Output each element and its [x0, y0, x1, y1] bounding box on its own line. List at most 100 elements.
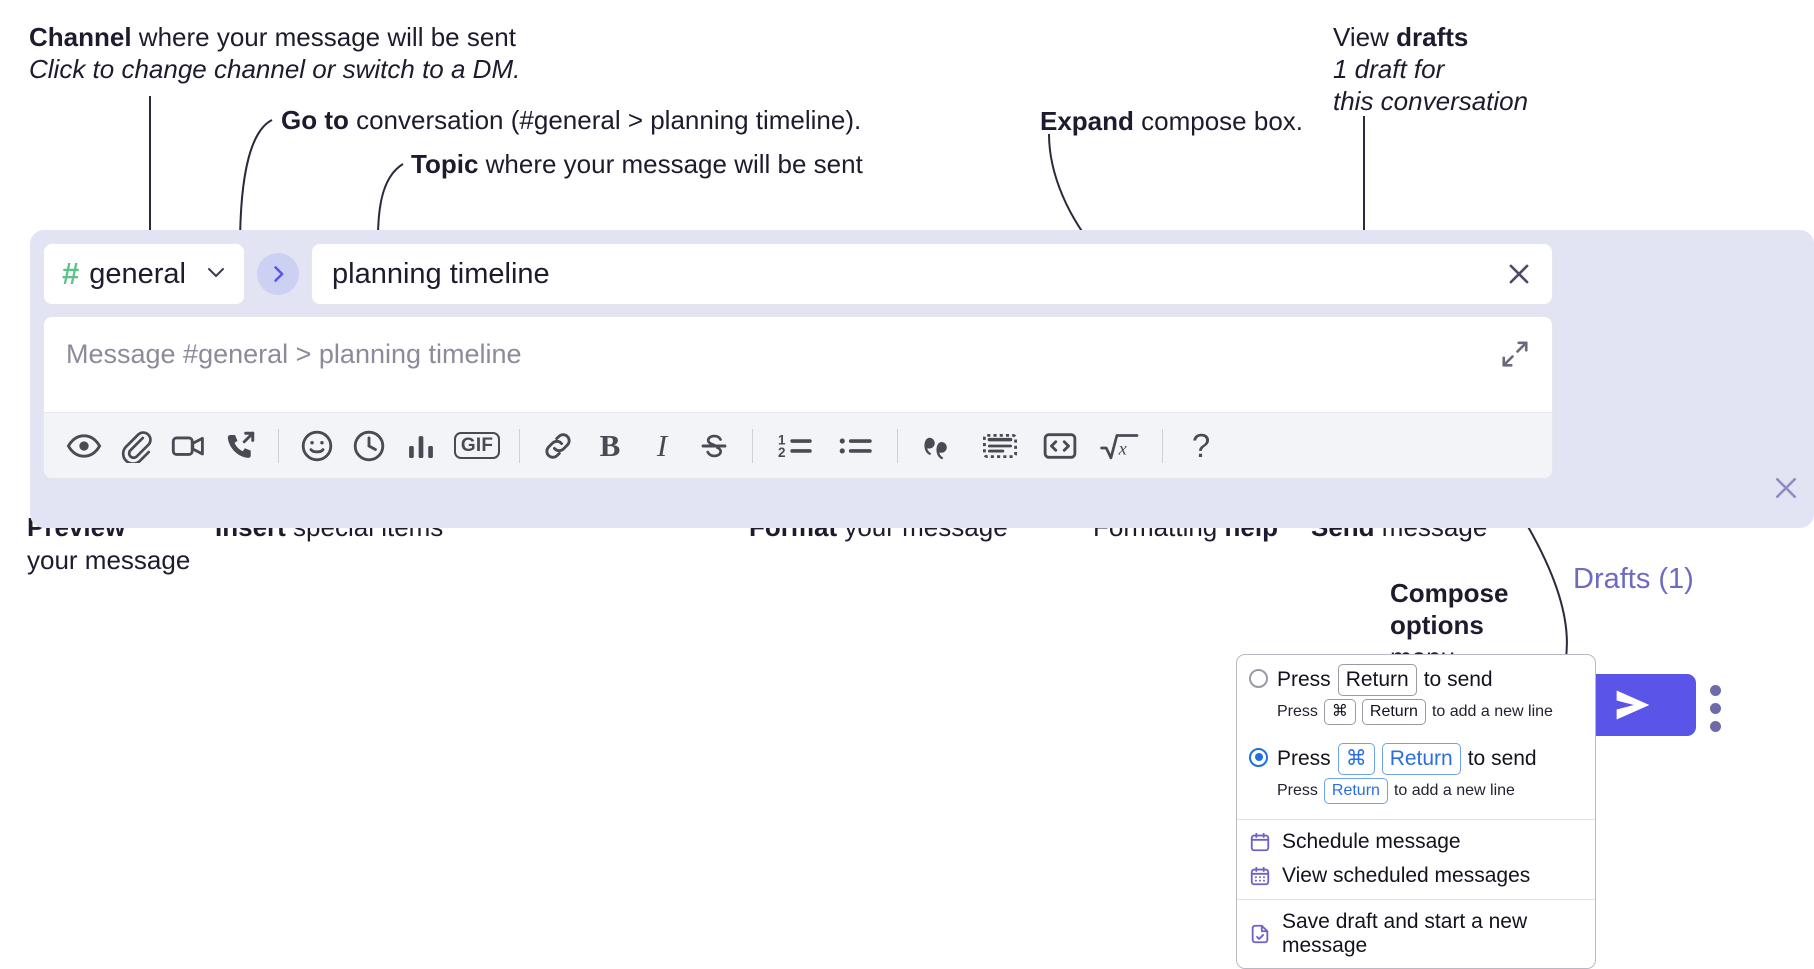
annotation-expand-bold: Expand — [1040, 106, 1134, 136]
annotation-channel-rest: where your message will be sent — [131, 22, 516, 52]
code-icon[interactable] — [970, 420, 1030, 472]
strikethrough-icon[interactable] — [688, 420, 740, 472]
key-return: Return — [1381, 742, 1461, 776]
svg-text:1: 1 — [778, 432, 786, 447]
compose-options-menu: Press Return to send Press ⌘ Return to a… — [1236, 654, 1596, 969]
svg-text:2: 2 — [778, 444, 785, 459]
code-block-icon[interactable] — [1030, 420, 1090, 472]
calendar-icon — [1249, 831, 1271, 853]
annotation-channel: Channel where your message will be sent — [29, 22, 516, 54]
annotation-drafts-bold: drafts — [1396, 22, 1469, 52]
annotation-drafts: View drafts — [1333, 22, 1468, 54]
bold-icon[interactable]: B — [584, 420, 636, 472]
sub-post: to add a new line — [1393, 782, 1515, 800]
menu-item-label: Save draft and start a new message — [1282, 909, 1528, 957]
annotation-topic-bold: Topic — [411, 149, 479, 179]
compose-widget: Drafts (1) # general planning timeline — [30, 230, 1814, 736]
menu-divider — [1237, 818, 1595, 820]
menu-item-schedule-message[interactable]: Schedule message — [1237, 825, 1595, 859]
svg-text:x: x — [1118, 438, 1128, 458]
sub-post: to add a new line — [1431, 703, 1553, 721]
annotation-expand: Expand compose box. — [1040, 106, 1303, 138]
save-draft-icon — [1249, 923, 1271, 945]
send-option-return[interactable]: Press Return to send — [1237, 655, 1595, 697]
chevron-down-icon — [204, 260, 228, 289]
compose-options-button[interactable] — [1710, 685, 1721, 732]
option-pre: Press — [1277, 668, 1331, 692]
channel-selector[interactable]: # general — [43, 243, 245, 305]
message-placeholder: Message #general > planning timeline — [66, 339, 522, 369]
annotation-compose-options-bold2: options — [1390, 610, 1484, 640]
preview-icon[interactable] — [58, 420, 110, 472]
attachment-icon[interactable] — [110, 420, 162, 472]
emoji-icon[interactable] — [291, 420, 343, 472]
toolbar-divider — [519, 428, 520, 463]
annotation-drafts-sub2: this conversation — [1333, 86, 1528, 118]
menu-item-view-scheduled[interactable]: View scheduled messages — [1237, 859, 1595, 893]
option-post: to send — [1467, 747, 1537, 771]
annotation-channel-bold: Channel — [29, 22, 132, 52]
sub-pre: Press — [1277, 782, 1318, 800]
toolbar-divider — [752, 428, 753, 463]
expand-icon[interactable] — [1500, 339, 1530, 376]
menu-item-label: Schedule message — [1282, 829, 1461, 853]
message-input[interactable]: Message #general > planning timeline — [44, 317, 1552, 412]
menu-item-save-draft[interactable]: Save draft and start a new message — [1237, 905, 1595, 963]
key-command: ⌘ — [1337, 742, 1375, 776]
message-box: Message #general > planning timeline — [43, 316, 1553, 479]
annotation-goto-rest: conversation (#general > planning timeli… — [348, 105, 862, 135]
kebab-dot — [1710, 703, 1721, 714]
formatting-toolbar: GIF B I — [44, 412, 1552, 478]
option-label: Press ⌘ Return to send — [1277, 742, 1537, 776]
send-option-cmd-return-sub: Press Return to add a new line — [1237, 775, 1595, 813]
annotation-channel-sub: Click to change channel or switch to a D… — [29, 54, 520, 86]
drafts-link[interactable]: Drafts (1) — [1573, 563, 1694, 595]
close-compose-button[interactable] — [1771, 473, 1801, 508]
annotation-preview-rest: your message — [27, 545, 191, 575]
kebab-dot — [1710, 685, 1721, 696]
key-return: Return — [1337, 664, 1417, 697]
menu-divider — [1237, 898, 1595, 900]
annotation-drafts-italic2: this conversation — [1333, 86, 1529, 116]
channel-name: general — [89, 257, 186, 290]
send-icon — [1616, 690, 1649, 720]
ordered-list-icon[interactable]: 1 2 — [765, 420, 825, 472]
annotation-topic-rest: where your message will be sent — [478, 149, 863, 179]
topic-input[interactable]: planning timeline — [311, 243, 1553, 305]
annotation-drafts-lead: View — [1333, 22, 1397, 52]
menu-item-label: View scheduled messages — [1282, 863, 1531, 887]
blockquote-icon[interactable] — [910, 420, 970, 472]
toolbar-divider — [897, 428, 898, 463]
key-return: Return — [1361, 699, 1426, 725]
kebab-dot — [1710, 721, 1721, 732]
option-pre: Press — [1277, 747, 1331, 771]
option-post: to send — [1423, 668, 1493, 692]
annotation-goto-bold: Go to — [281, 105, 349, 135]
send-option-return-sub: Press ⌘ Return to add a new line — [1237, 696, 1595, 734]
bulleted-list-icon[interactable] — [825, 420, 885, 472]
annotation-drafts-italic1: 1 draft for — [1333, 54, 1445, 84]
help-icon[interactable]: ? — [1175, 420, 1227, 472]
annotation-topic: Topic where your message will be sent — [411, 149, 863, 181]
annotation-preview-sub: your message — [27, 545, 190, 577]
option-label: Press Return to send — [1277, 664, 1493, 697]
clear-topic-icon[interactable] — [1500, 255, 1538, 293]
chevron-right-icon — [274, 266, 284, 282]
key-return: Return — [1323, 778, 1388, 804]
gif-icon[interactable]: GIF — [447, 420, 507, 472]
link-icon[interactable] — [532, 420, 584, 472]
radio-selected[interactable] — [1249, 747, 1268, 767]
italic-icon[interactable]: I — [636, 420, 688, 472]
audio-clip-icon[interactable] — [214, 420, 266, 472]
video-clip-icon[interactable] — [162, 420, 214, 472]
annotation-compose-options-2: options — [1390, 610, 1484, 642]
radio-unselected[interactable] — [1249, 669, 1268, 688]
toolbar-divider — [1162, 428, 1163, 463]
poll-icon[interactable] — [395, 420, 447, 472]
clock-icon[interactable] — [343, 420, 395, 472]
go-to-conversation-button[interactable] — [257, 253, 299, 295]
annotation-drafts-sub1: 1 draft for — [1333, 54, 1444, 86]
math-icon[interactable]: x — [1090, 420, 1150, 472]
send-option-cmd-return[interactable]: Press ⌘ Return to send — [1237, 734, 1595, 776]
topic-value: planning timeline — [332, 257, 550, 290]
